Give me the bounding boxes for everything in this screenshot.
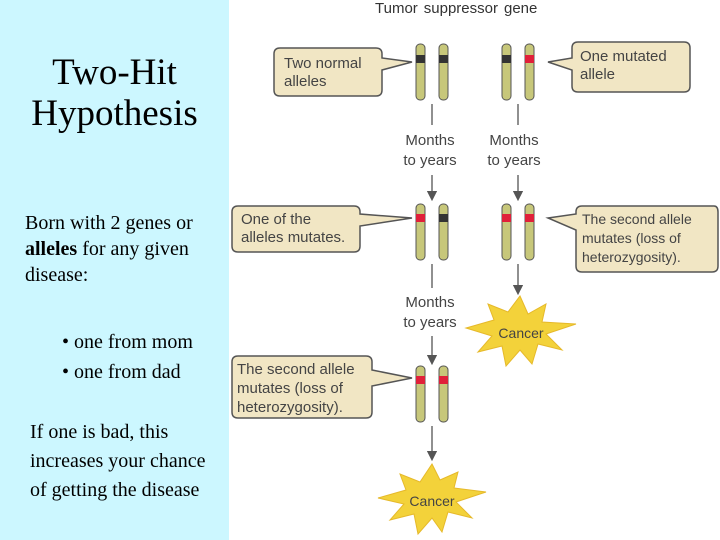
- slide-title: Two-Hit Hypothesis: [0, 52, 229, 134]
- chromosome-pair-one-mutated: [501, 43, 535, 101]
- time-label-1-line-2: to years: [403, 152, 457, 169]
- time-label-3-line-1: Months: [405, 294, 455, 311]
- chromosome-pair-normal: [415, 43, 449, 101]
- callout-second-left-text: The second allele mutates (loss of heter…: [237, 360, 355, 417]
- callout-one-mutated-text: One mutated allele: [580, 48, 667, 84]
- callout-second-right-line-2: mutates (loss of: [582, 230, 681, 246]
- cancer-label-bottom: Cancer: [409, 493, 455, 509]
- arrows-row-1: [426, 104, 524, 202]
- parent-bullets: • one from mom • one from dad: [62, 327, 193, 387]
- callout-second-right-line-1: The second allele: [582, 211, 692, 227]
- cancer-burst-bottom: [377, 463, 487, 536]
- title-line-1: Two-Hit: [52, 52, 177, 93]
- time-label-1: Months to years: [394, 131, 466, 171]
- chromosome-pair-row2-left: [415, 203, 449, 261]
- cancer-label-right: Cancer: [498, 325, 544, 341]
- intro-paragraph: Born with 2 genes or alleles for any giv…: [25, 210, 225, 288]
- chromosome-pair-row2-right: [501, 203, 535, 261]
- callout-one-mutates-line-1: One of the: [241, 211, 312, 228]
- callout-second-left-line-1: The second allele: [237, 361, 355, 378]
- time-label-2-line-2: to years: [487, 152, 541, 169]
- callout-two-normal-line-2: alleles: [284, 73, 327, 90]
- callout-second-allele-left: [231, 355, 413, 419]
- callout-second-right-line-3: heterozygosity).: [582, 249, 681, 265]
- chromosome-pair-row3: [415, 365, 449, 423]
- cancer-burst-right: [464, 295, 577, 368]
- time-label-2: Months to years: [478, 131, 550, 171]
- time-label-3-line-2: to years: [403, 314, 457, 331]
- bullet-mom: • one from mom: [62, 331, 193, 353]
- callout-second-left-line-2: mutates (loss of: [237, 380, 343, 397]
- callout-one-mutates-text: One of the alleles mutates.: [241, 211, 345, 247]
- figure-title: Tumor suppressor gene: [375, 0, 537, 17]
- arrows-row-2: [426, 264, 524, 366]
- callout-one-mutated-line-1: One mutated: [580, 48, 667, 65]
- bullet-dad: • one from dad: [62, 361, 181, 383]
- time-label-3: Months to years: [394, 293, 466, 333]
- title-line-2: Hypothesis: [31, 93, 198, 134]
- callout-one-mutates: [231, 205, 413, 253]
- callout-second-left-line-3: heterozygosity).: [237, 399, 343, 416]
- intro-text-1: Born with 2 genes or: [25, 212, 193, 234]
- left-text-panel: [0, 0, 229, 540]
- callout-second-right-text: The second allele mutates (loss of heter…: [582, 210, 692, 267]
- figure-title-word-3: gene: [503, 0, 538, 17]
- callout-two-normal: [273, 47, 413, 97]
- time-label-1-line-1: Months: [405, 132, 455, 149]
- callout-two-normal-line-1: Two normal: [284, 55, 362, 72]
- figure-title-word-2: suppressor: [423, 0, 498, 17]
- figure-title-word-1: Tumor: [375, 0, 418, 17]
- alleles-keyword: alleles: [25, 238, 78, 260]
- callout-one-mutated-line-2: allele: [580, 66, 616, 83]
- time-label-2-line-1: Months: [489, 132, 539, 149]
- callout-one-mutates-line-2: alleles mutates.: [241, 229, 346, 246]
- conclusion-paragraph: If one is bad, this increases your chanc…: [30, 421, 206, 501]
- callout-two-normal-text: Two normal alleles: [284, 55, 362, 91]
- callout-second-allele-right: [545, 205, 719, 273]
- callout-one-mutated: [547, 41, 691, 93]
- intro-text-2: for any given disease:: [25, 238, 189, 286]
